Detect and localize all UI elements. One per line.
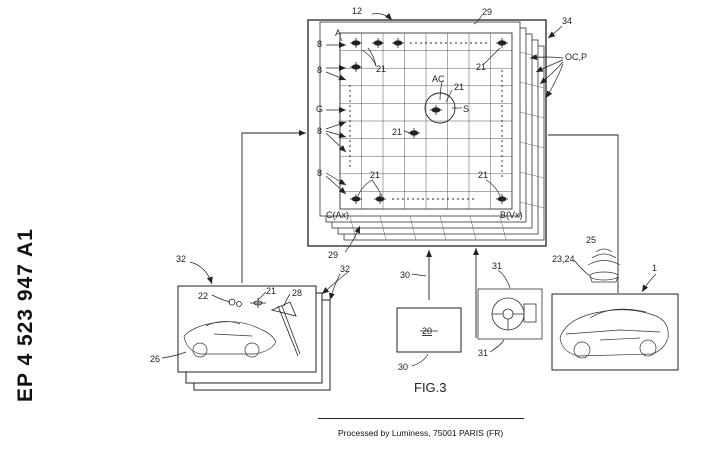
label-29-bottom: 29	[328, 250, 338, 260]
label-30-top: 30	[400, 270, 410, 280]
label-21-g: 21	[266, 286, 276, 296]
vehicle-marker	[350, 194, 362, 204]
vehicle-marker	[392, 38, 404, 48]
footer-text: Processed by Luminess, 75001 PARIS (FR)	[338, 428, 504, 438]
label-29-top: 29	[482, 7, 492, 17]
footer-rule	[318, 418, 524, 419]
system-frame	[307, 19, 547, 247]
connector-arrows	[241, 130, 619, 338]
label-s: S	[463, 104, 469, 114]
vehicle-leaders	[573, 259, 657, 293]
steering-device	[477, 288, 543, 340]
label-21-e: 21	[370, 170, 380, 180]
label-8-c: 8	[317, 126, 322, 136]
label-ac: AC	[432, 74, 445, 84]
label-26: 26	[150, 354, 160, 364]
label-8-b: 8	[317, 65, 322, 75]
simulator-accessories	[228, 298, 301, 357]
label-20: 20	[422, 326, 432, 336]
label-28: 28	[292, 288, 302, 298]
steering-leaders	[489, 269, 511, 353]
vehicle-marker	[430, 105, 442, 115]
label-8-a: 8	[317, 39, 322, 49]
label-c-ax: C(Ax)	[326, 210, 349, 220]
label-34: 34	[562, 16, 572, 26]
label-1: 1	[652, 263, 657, 273]
label-b-vx: B(Vx)	[500, 210, 523, 220]
label-32-b: 32	[340, 264, 350, 274]
vehicle-marker	[350, 62, 362, 72]
controller-leaders	[411, 273, 429, 367]
label-23-24: 23,24	[552, 254, 575, 264]
label-21-b: 21	[476, 62, 486, 72]
label-30-bottom: 30	[398, 362, 408, 372]
label-oc-p: OC,P	[565, 52, 587, 62]
vehicle-marker	[350, 38, 362, 48]
leader-lines	[325, 12, 563, 253]
label-8-d: 8	[317, 168, 322, 178]
label-31-top: 31	[492, 261, 502, 271]
label-25: 25	[586, 235, 596, 245]
label-21-d: 21	[392, 127, 402, 137]
label-21-f: 21	[478, 170, 488, 180]
label-32-a: 32	[176, 254, 186, 264]
simulator-stack	[177, 285, 331, 391]
label-21-a: 21	[376, 64, 386, 74]
vehicle-marker	[496, 194, 508, 204]
grid-stack-lines	[349, 51, 545, 241]
figure-caption: FIG.3	[414, 380, 447, 395]
label-31-bottom: 31	[478, 348, 488, 358]
simulator-car-drawing	[183, 321, 277, 358]
sensor-icon	[587, 248, 621, 283]
label-21-c: 21	[454, 82, 464, 92]
oc-p-leaders	[529, 54, 564, 99]
label-12: 12	[352, 6, 362, 16]
label-22: 22	[198, 291, 208, 301]
dashed-path	[349, 42, 503, 200]
vehicle-marker	[372, 38, 384, 48]
label-g: G	[316, 104, 323, 114]
reference-labels: 12 29 34 OC,P A 8 8 G 8 8 21 21 AC 21 S …	[150, 6, 657, 395]
vehicle-marker	[374, 194, 386, 204]
vehicle-markers	[350, 38, 508, 204]
vehicle-marker	[496, 38, 508, 48]
vehicle-car-drawing	[559, 308, 669, 359]
main-grid-lines	[340, 33, 512, 209]
controller-box	[396, 307, 462, 353]
label-a: A	[335, 28, 341, 38]
